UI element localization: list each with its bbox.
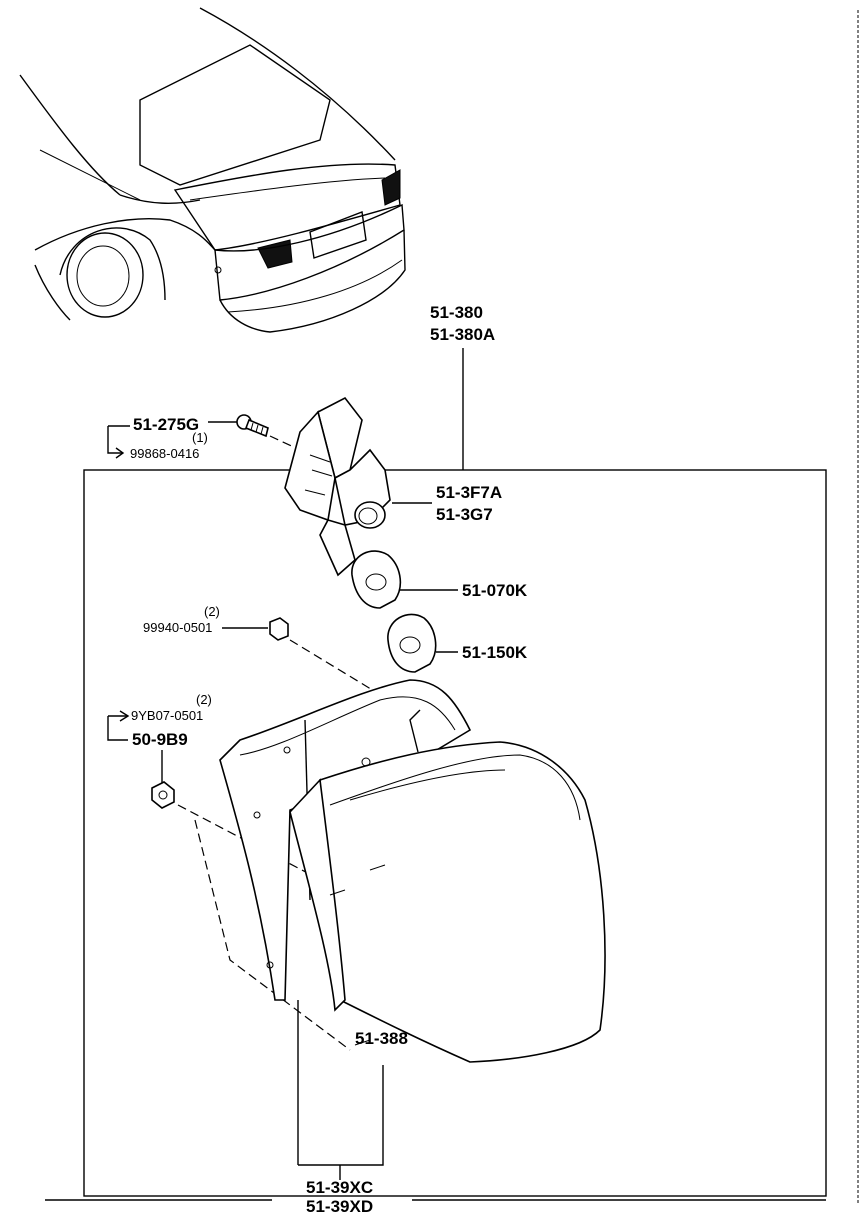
- callout-socket-1: 51-3F7A: [436, 483, 502, 502]
- assembly-frame: [83, 469, 827, 1197]
- callout-socket-2: 51-3G7: [436, 505, 493, 524]
- callout-lamp-1: 51-39XC: [306, 1178, 373, 1197]
- callout-screw-qty: (1): [192, 430, 208, 445]
- callout-nut-qty: (2): [204, 604, 220, 619]
- assembly-callout: 51-380 51-380A: [83, 303, 827, 1197]
- bulb-part-2: 51-150K: [387, 613, 528, 673]
- callout-nut: 99940-0501: [143, 620, 212, 635]
- bulb-part-1: 51-070K: [351, 550, 528, 609]
- callout-assembly-2: 51-380A: [430, 325, 495, 344]
- lamp-body-part: 51-39XC: [289, 709, 606, 1197]
- callout-assembly-1: 51-380: [430, 303, 483, 322]
- callout-gasket: 51-388: [355, 1029, 408, 1048]
- label-backing: [272, 1197, 412, 1214]
- callout-nut2: 50-9B9: [132, 730, 188, 749]
- callout-screw: 51-275G: [133, 415, 199, 434]
- callout-bulb-2: 51-150K: [462, 643, 528, 662]
- screw-part: 51-275G (1) 99868-0416: [107, 414, 301, 461]
- callout-lamp-2: 51-39XD: [306, 1197, 373, 1214]
- callout-screw-alt: 99868-0416: [130, 446, 199, 461]
- callout-nut2-alt: 9YB07-0501: [131, 708, 203, 723]
- callout-nut2-qty: (2): [196, 692, 212, 707]
- bulb-socket-part: 51-3F7A 51-3G7: [284, 396, 502, 577]
- car-rear-illustration: [19, 7, 406, 333]
- nut2-part: (2) 9YB07-0501 50-9B9: [107, 692, 351, 1051]
- callout-bulb-1: 51-070K: [462, 581, 528, 600]
